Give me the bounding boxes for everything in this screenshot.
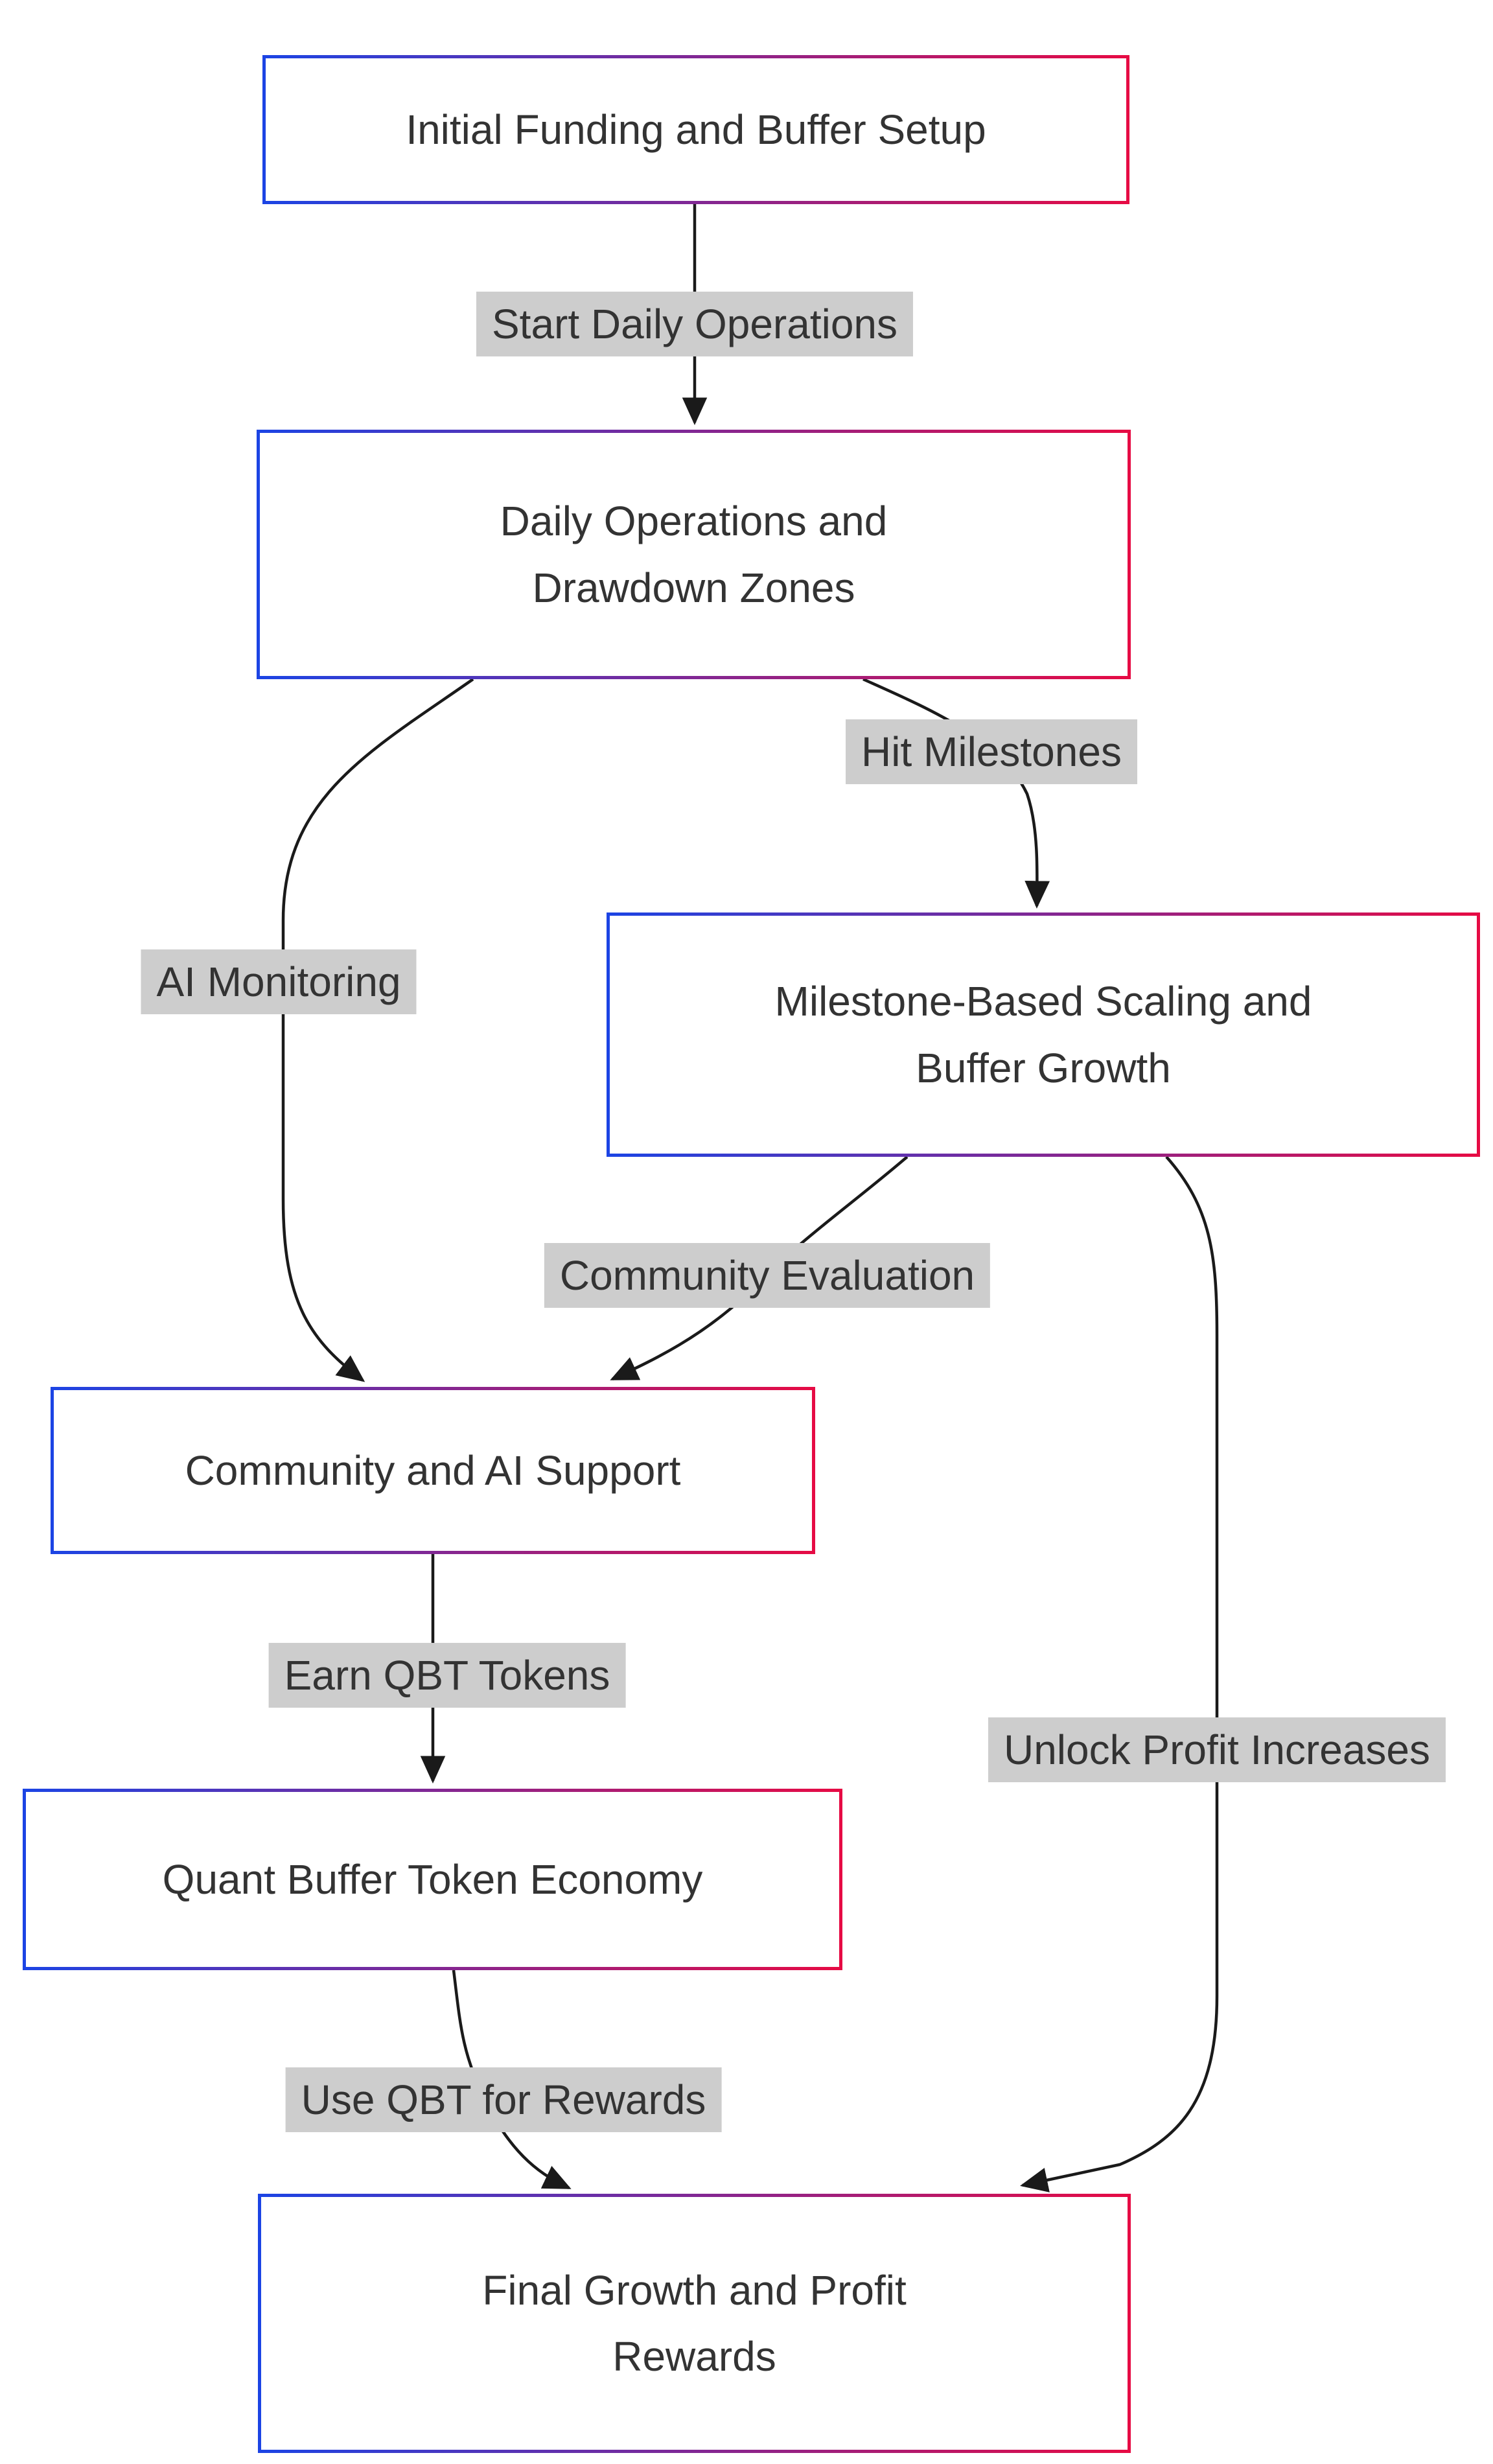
- node-initial-funding: Initial Funding and Buffer Setup: [262, 55, 1129, 204]
- edge-label-start-daily-operations: Start Daily Operations: [476, 292, 914, 356]
- edge-label-use-qbt-for-rewards: Use QBT for Rewards: [285, 2067, 722, 2132]
- edge-label-unlock-profit-increases: Unlock Profit Increases: [988, 1717, 1446, 1782]
- edge-label-ai-monitoring: AI Monitoring: [141, 949, 417, 1014]
- node-daily-operations: Daily Operations and Drawdown Zones: [257, 430, 1131, 679]
- edge-daily-operations-to-milestone-scaling: [862, 677, 1050, 909]
- edge-label-earn-qbt-tokens: Earn QBT Tokens: [268, 1643, 626, 1708]
- node-final-growth: Final Growth and Profit Rewards: [258, 2194, 1131, 2453]
- edge-label-community-evaluation: Community Evaluation: [544, 1243, 991, 1308]
- node-community-support: Community and AI Support: [51, 1387, 815, 1554]
- node-milestone-scaling: Milestone-Based Scaling and Buffer Growt…: [607, 912, 1480, 1157]
- edge-milestone-scaling-to-final-growth: [1020, 1156, 1219, 2192]
- node-token-economy: Quant Buffer Token Economy: [23, 1789, 842, 1970]
- edge-daily-operations-to-community-support: [281, 678, 474, 1382]
- edge-label-hit-milestones: Hit Milestones: [846, 719, 1137, 784]
